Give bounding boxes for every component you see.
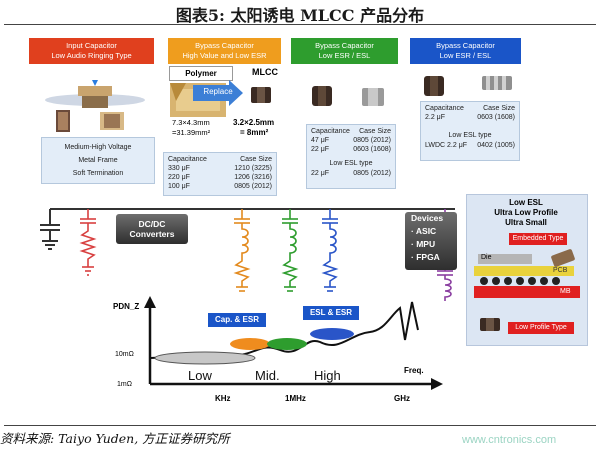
polymer-size: 7.3×4.3mm: [172, 118, 210, 127]
embedded-package-illustration: [474, 249, 580, 298]
low-esl-title: Low ESL type: [448, 132, 492, 139]
polymer-label: Polymer: [169, 66, 233, 81]
y-tick-1m: 1mΩ: [117, 381, 132, 388]
device-item: · MPU: [411, 239, 436, 249]
y-tick-10m: 10mΩ: [115, 351, 134, 358]
cap-esr-badge: Cap. & ESR: [208, 313, 266, 327]
replace-arrow: [193, 80, 243, 106]
blue-mlcc-chips: [424, 76, 512, 96]
mlcc-size: 3.2×2.5mm: [233, 118, 275, 127]
input-feature-box: Medium-High Voltage Metal Frame Soft Ter…: [41, 137, 155, 184]
feature-item: Soft Termination: [72, 170, 124, 177]
low-esl-title: Low ESL type: [329, 160, 373, 167]
page-title: 图表5: 太阳诱电 MLCC 产品分布: [175, 6, 425, 25]
band-low: Low: [188, 368, 212, 383]
low-profile-type-badge: Low Profile Type: [508, 322, 574, 334]
devices-box: Devices · ASIC · MPU · FPGA: [405, 212, 457, 270]
mlcc-area: = 8mm²: [240, 128, 269, 137]
dcdc-converters-box: DC/DC Converters: [116, 214, 188, 244]
x-tick-khz: KHz: [215, 394, 231, 403]
pcb-label: PCB: [553, 267, 568, 274]
die-label: Die: [481, 254, 492, 261]
watermark: www.cntronics.com: [462, 434, 557, 446]
pdn-impedance-plot: [144, 296, 443, 390]
feature-item: Medium-High Voltage: [64, 144, 132, 151]
feature-item: Metal Frame: [78, 157, 118, 164]
title-rule: [4, 24, 596, 25]
mb-label: MB: [560, 288, 571, 295]
freq-axis-label: Freq.: [404, 366, 424, 375]
polymer-area: =31.39mm²: [172, 128, 211, 137]
mlcc-label: MLCC: [252, 67, 278, 77]
x-tick-1mhz: 1MHz: [285, 394, 306, 403]
esl-esr-badge: ESL & ESR: [303, 306, 359, 320]
band-mid: Mid.: [255, 368, 280, 383]
device-item: · FPGA: [411, 252, 440, 262]
source-footer: 资料来源: Taiyo Yuden, 方正证券研究所: [0, 431, 230, 446]
footer-rule: [4, 425, 596, 426]
replace-label: Replace: [203, 87, 233, 96]
green-mlcc-chips: [312, 86, 384, 106]
low-profile-chip-icon: [480, 318, 500, 331]
devices-title: Devices: [411, 213, 444, 223]
band-high: High: [314, 368, 341, 383]
metal-frame-capacitor-illustration: [45, 80, 145, 132]
x-tick-ghz: GHz: [394, 394, 410, 403]
mlcc-chip-icon: [251, 87, 271, 103]
device-item: · ASIC: [411, 226, 437, 236]
pdn-y-axis-label: PDN_Z: [113, 302, 140, 311]
embedded-type-badge: Embedded Type: [509, 233, 567, 245]
